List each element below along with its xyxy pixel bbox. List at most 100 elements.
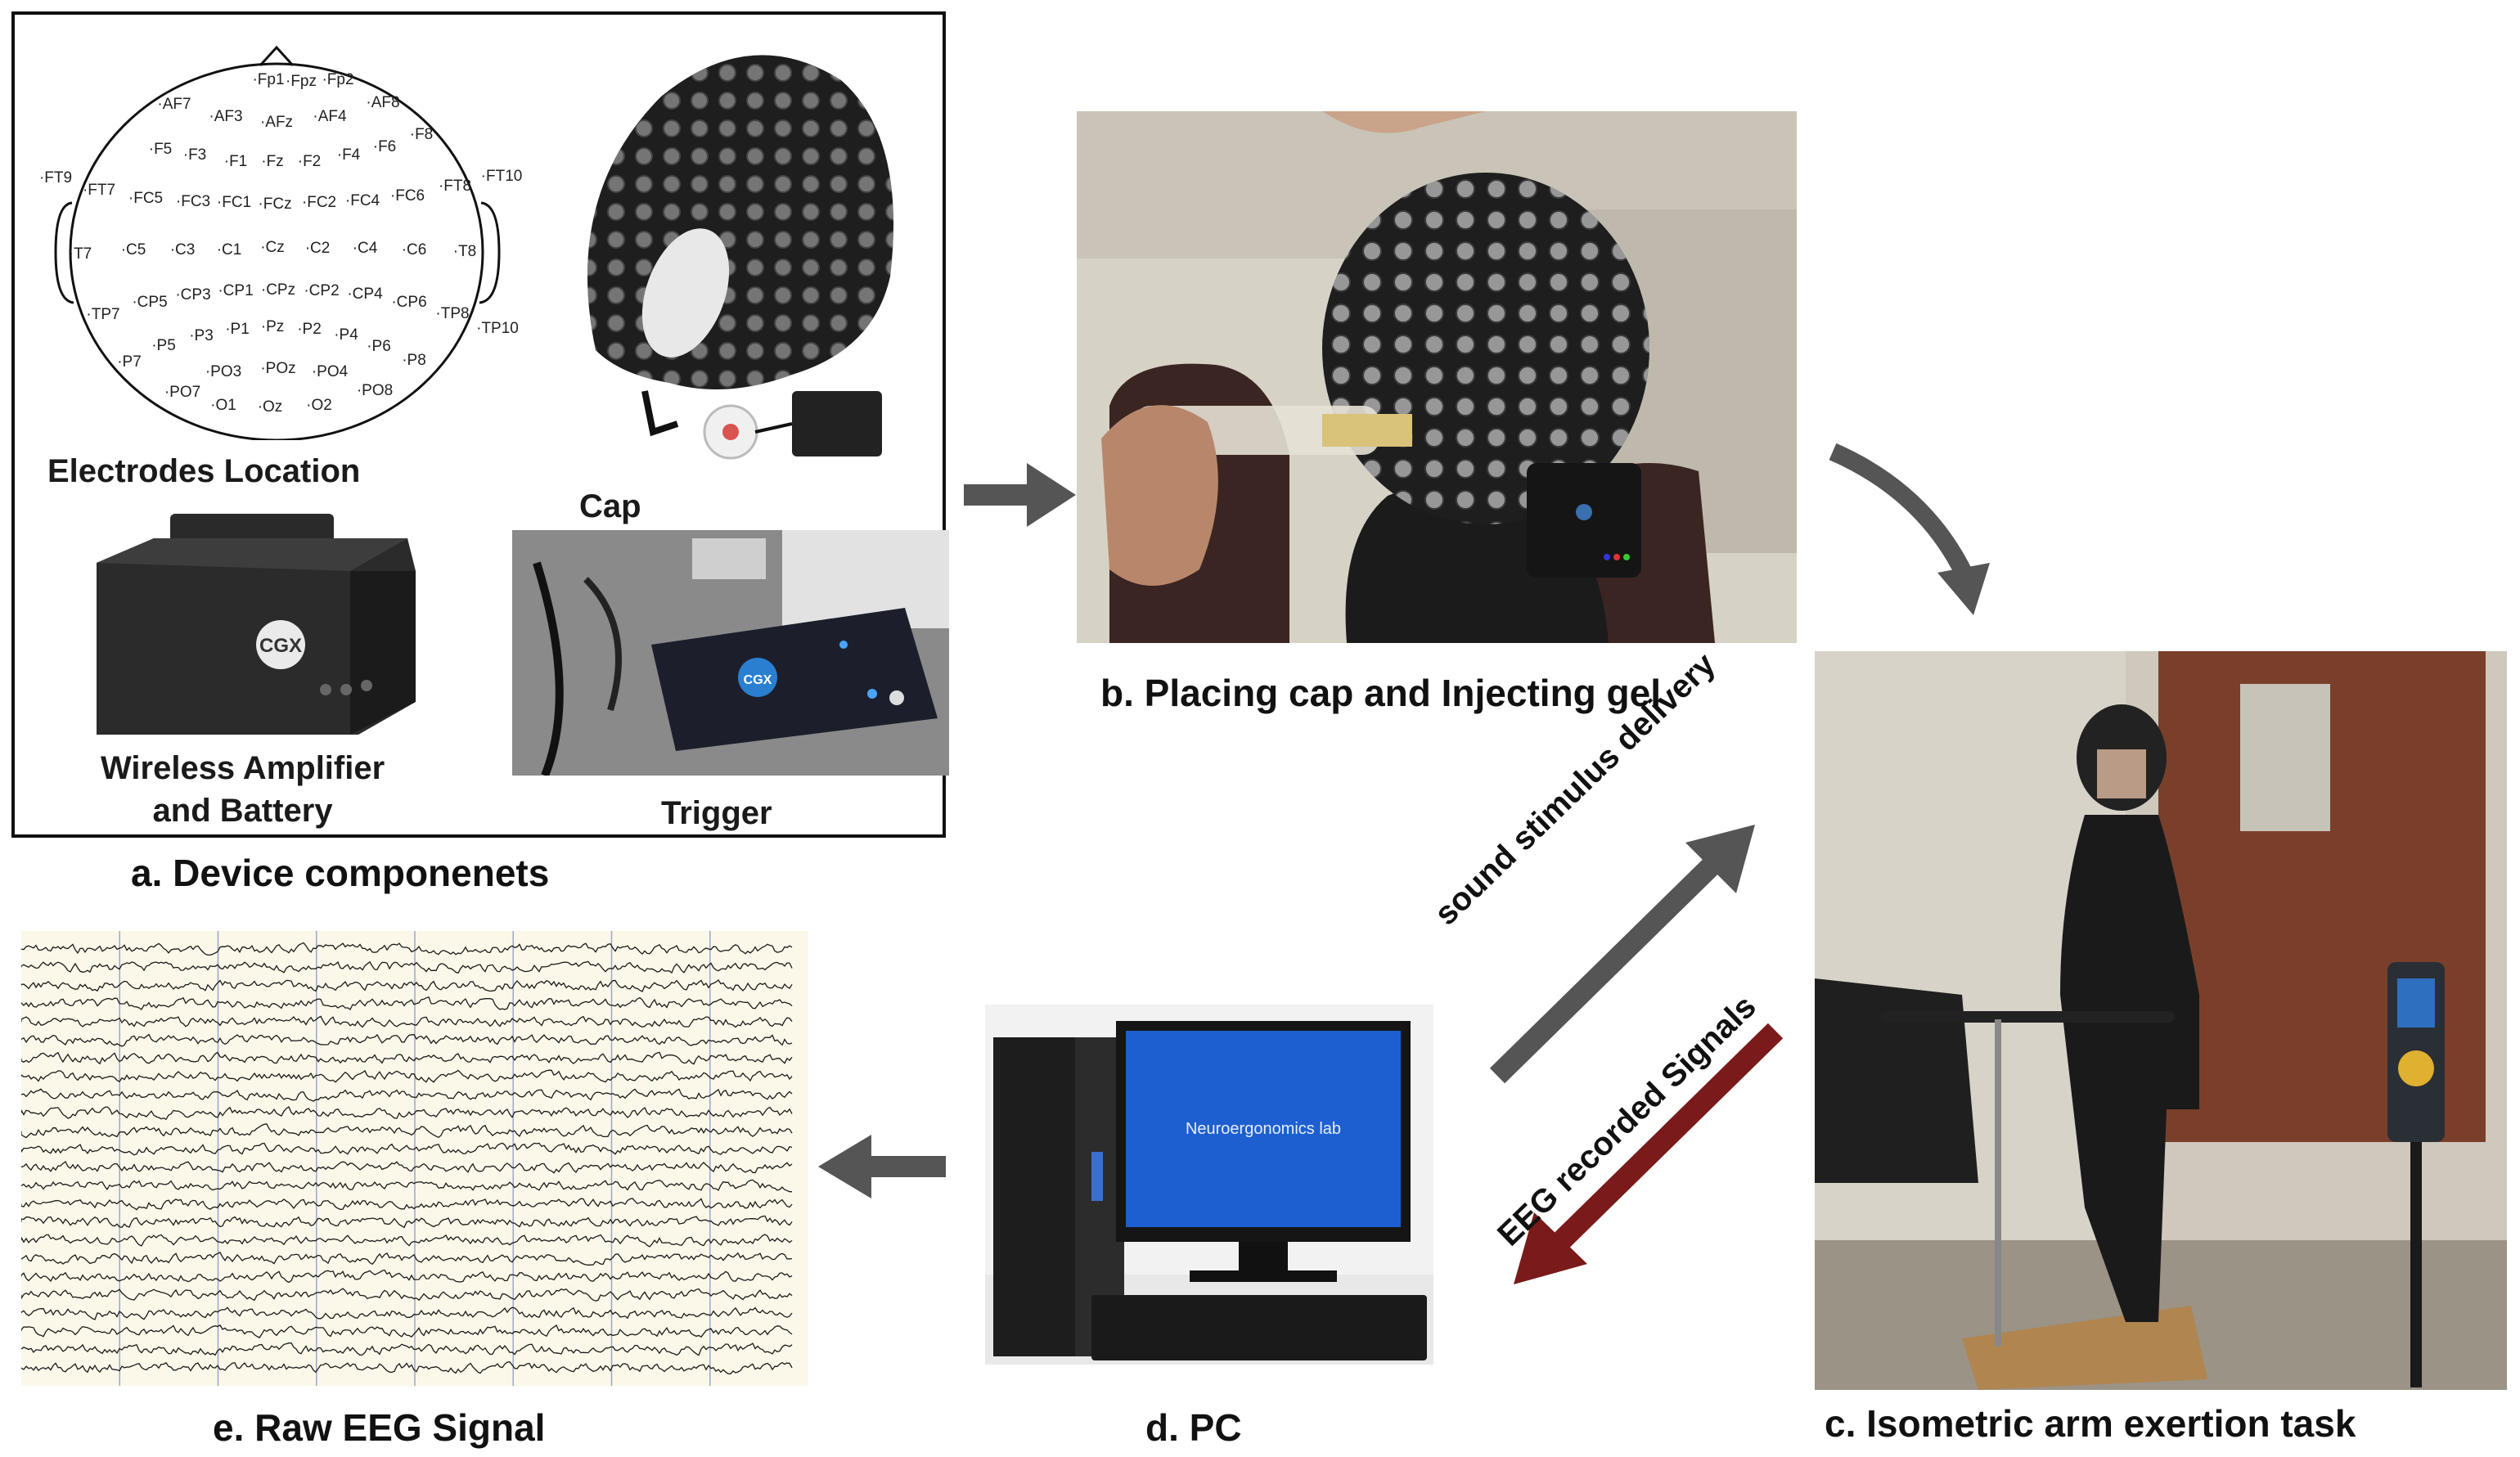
electrode-cp1: ·CP1 (218, 282, 254, 299)
electrode-fc5: ·FC5 (128, 190, 164, 207)
electrode-c6: ·C6 (401, 241, 427, 259)
pc-screen-text: Neuroergonomics lab (1186, 1120, 1341, 1138)
electrode-afz: ·AFz (259, 114, 294, 131)
electrode-oz: ·Oz (257, 398, 283, 416)
eeg-channel-trace (21, 960, 793, 974)
electrode-p5: ·P5 (151, 337, 176, 354)
electrode-o1: ·O1 (210, 397, 236, 414)
electrode-tp7: ·TP7 (86, 306, 120, 323)
eeg-channel-trace (21, 1142, 793, 1156)
electrode-af3: ·AF3 (209, 108, 243, 125)
electrode-fc3: ·FC3 (175, 193, 211, 210)
raw-eeg-caption: e. Raw EEG Signal (213, 1406, 546, 1449)
amp-logo: CGX (259, 635, 302, 657)
electrode-p1: ·P1 (225, 321, 250, 338)
electrode-c3: ·C3 (169, 241, 196, 259)
electrode-po8: ·PO8 (356, 382, 394, 399)
isometric-task-caption: c. Isometric arm exertion task (1825, 1402, 2356, 1445)
electrode-fp2: ·Fp2 (322, 71, 354, 88)
electrode-ft8: ·FT8 (438, 178, 472, 195)
electrode-po3: ·PO3 (205, 363, 242, 380)
amplifier-label-line2: and Battery (152, 793, 333, 829)
trigger-image: CGX (512, 530, 949, 776)
eeg-channel-trace (21, 996, 793, 1010)
eeg-channel-trace (21, 942, 793, 956)
electrode-cpz: ·CPz (260, 281, 296, 299)
electrode-f5: ·F5 (148, 141, 173, 158)
eeg-channel-trace (21, 1342, 793, 1356)
electrode-f6: ·F6 (372, 138, 397, 155)
electrode-p4: ·P4 (334, 326, 358, 344)
electrode-f4: ·F4 (336, 146, 361, 164)
pc-photo: Neuroergonomics lab (985, 1005, 1433, 1365)
electrode-fc4: ·FC4 (344, 192, 380, 209)
electrode-t7: ·T7 (68, 245, 92, 263)
electrode-fp1: ·Fp1 (252, 71, 285, 88)
eeg-channel-trace (21, 979, 793, 992)
electrodes-location-label: Electrodes Location (47, 453, 361, 489)
pc-caption: d. PC (1145, 1406, 1242, 1449)
electrode-fpz: ·Fpz (286, 73, 317, 90)
electrode-ft7: ·FT7 (82, 182, 116, 199)
electrode-poz: ·POz (260, 360, 296, 377)
eeg-channel-trace (21, 1361, 793, 1374)
electrode-fc1: ·FC1 (216, 194, 252, 211)
eeg-channel-trace (21, 1161, 793, 1174)
electrode-fc6: ·FC6 (389, 187, 425, 205)
electrode-p8: ·P8 (402, 352, 426, 369)
electrode-labels: ·Fp1·Fpz·Fp2·AF7·AF8·AF3·AFz·AF4·F5·F3·F… (15, 15, 538, 440)
eeg-channel-trace (21, 1069, 793, 1083)
sound-stimulus-arrow (1489, 825, 1755, 1084)
trigger-label: Trigger (661, 795, 772, 831)
eeg-cap-image (547, 31, 923, 473)
electrode-po4: ·PO4 (311, 363, 349, 380)
electrode-cp6: ·CP6 (391, 294, 427, 311)
eeg-channel-trace (21, 1215, 793, 1229)
trigger-logo: CGX (744, 673, 772, 687)
placing-cap-caption: b. Placing cap and Injecting gel (1100, 672, 1662, 714)
electrode-cz: ·Cz (260, 239, 285, 256)
electrode-ft9: ·FT9 (38, 169, 73, 187)
eeg-channel-trace (21, 1269, 793, 1284)
eeg-channel-trace (21, 1234, 793, 1248)
electrode-c2: ·C2 (304, 240, 331, 257)
eeg-channel-trace (21, 1306, 793, 1320)
eeg-channel-trace (21, 1324, 793, 1338)
eeg-channel-trace (21, 1088, 793, 1102)
electrode-c4: ·C4 (352, 240, 378, 257)
electrode-o2: ·O2 (306, 397, 332, 414)
electrode-po7: ·PO7 (164, 384, 201, 401)
electrode-f1: ·F1 (223, 153, 248, 170)
electrode-t8: ·T8 (452, 243, 477, 260)
arrow-to-placing-cap (964, 463, 1076, 527)
placing-cap-photo (1077, 111, 1797, 643)
electrode-p6: ·P6 (367, 338, 391, 355)
electrode-pz: ·Pz (260, 318, 285, 335)
device-components-caption: a. Device componenets (131, 852, 550, 894)
electrode-p3: ·P3 (189, 327, 214, 344)
device-components-frame: ·Fp1·Fpz·Fp2·AF7·AF8·AF3·AFz·AF4·F5·F3·F… (11, 11, 949, 838)
eeg-channel-trace (21, 1033, 793, 1047)
eeg-channel-trace (21, 1198, 793, 1211)
electrode-tp10: ·TP10 (476, 320, 519, 337)
electrode-c1: ·C1 (216, 241, 242, 259)
eeg-channel-trace (21, 1179, 792, 1193)
electrode-cp2: ·CP2 (304, 282, 340, 299)
electrode-fc2: ·FC2 (301, 194, 337, 211)
electrode-cp5: ·CP5 (132, 294, 168, 311)
raw-eeg-plot (21, 931, 808, 1386)
electrode-head-map (54, 45, 501, 440)
electrode-cp4: ·CP4 (347, 286, 383, 303)
electrode-tp8: ·TP8 (435, 305, 470, 322)
amplifier-label-line1: Wireless Amplifier (101, 750, 385, 786)
eeg-channel-trace (21, 1123, 793, 1139)
wireless-amplifier-image: CGX (80, 497, 432, 743)
electrode-cp3: ·CP3 (175, 286, 211, 304)
eeg-channel-trace (21, 1015, 793, 1028)
electrode-ft10: ·FT10 (480, 168, 523, 185)
electrode-fz: ·Fz (261, 153, 284, 170)
electrode-p2: ·P2 (297, 321, 322, 338)
electrode-f3: ·F3 (182, 146, 207, 164)
arrow-to-isometric-task (1829, 443, 1990, 615)
